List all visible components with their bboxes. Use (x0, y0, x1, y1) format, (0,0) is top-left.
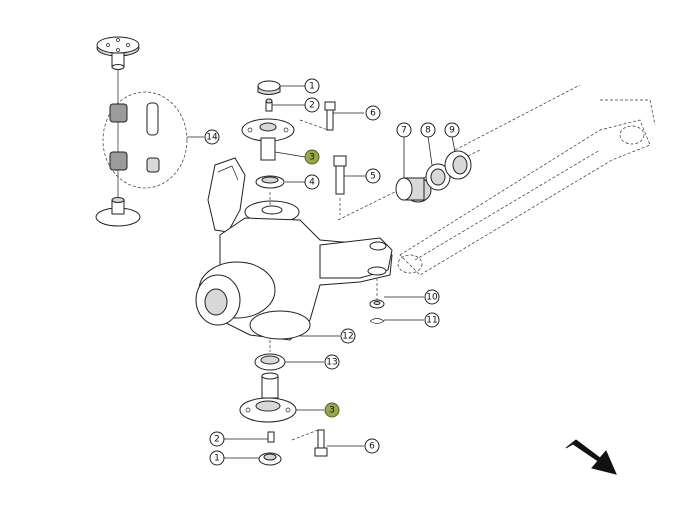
callout-number: 1 (214, 454, 220, 464)
callout-circle (324, 354, 340, 370)
tie-rod-arm (397, 84, 656, 276)
callout-c1-top: 1 (304, 78, 320, 94)
callout-number: 6 (370, 109, 376, 119)
callout-c1-bottom: 1 (209, 450, 225, 466)
callout-number: 13 (326, 358, 337, 368)
callout-circle (364, 438, 380, 454)
callout-c11: 11 (424, 312, 440, 328)
callout-circle (444, 122, 460, 138)
callout-circle (304, 149, 320, 165)
upper-kingpin-parts (241, 80, 347, 215)
callout-circle (209, 450, 225, 466)
callout-c12: 12 (340, 328, 356, 344)
bushing-parts (337, 149, 481, 221)
callout-circle (304, 78, 320, 94)
callout-number: 7 (401, 126, 407, 136)
callout-c9: 9 (444, 122, 460, 138)
callout-circle (420, 122, 436, 138)
callout-number: 6 (369, 442, 375, 452)
callout-number: 5 (370, 172, 376, 182)
callout-number: 14 (206, 133, 218, 143)
callout-number: 2 (309, 101, 315, 111)
callout-c5: 5 (365, 168, 381, 184)
detail-group-14 (95, 36, 188, 227)
callout-c3-bottom: 3 (324, 402, 340, 418)
callout-circle (396, 122, 412, 138)
callout-c6-top: 6 (365, 105, 381, 121)
callout-circle (304, 97, 320, 113)
callout-number: 12 (342, 332, 353, 342)
callout-c3-top: 3 (304, 149, 320, 165)
direction-arrow-icon (565, 439, 617, 475)
callout-circle (365, 105, 381, 121)
callout-circle (304, 174, 320, 190)
callout-circle (324, 402, 340, 418)
callout-circle (204, 129, 220, 145)
callout-circle (209, 431, 225, 447)
callout-circle (424, 312, 440, 328)
callout-c10: 10 (424, 289, 440, 305)
callout-c6-bottom: 6 (364, 438, 380, 454)
callout-number: 2 (214, 435, 220, 445)
callout-c8: 8 (420, 122, 436, 138)
leader-lines (187, 85, 456, 459)
callout-c4: 4 (304, 174, 320, 190)
callout-circle (340, 328, 356, 344)
callout-c2-top: 2 (304, 97, 320, 113)
callout-number: 8 (425, 126, 431, 136)
callout-c2-bottom: 2 (209, 431, 225, 447)
callout-circle (365, 168, 381, 184)
lower-kingpin-parts (239, 340, 328, 466)
steering-knuckle (195, 157, 393, 341)
callout-c13: 13 (324, 354, 340, 370)
callout-c14: 14 (204, 129, 220, 145)
callout-number: 1 (309, 82, 315, 92)
callout-number: 3 (309, 153, 315, 163)
callout-number: 3 (329, 406, 335, 416)
callout-number: 11 (426, 316, 437, 326)
callout-number: 9 (449, 126, 455, 136)
nut-washer-parts (369, 278, 385, 324)
callout-circle (424, 289, 440, 305)
callout-number: 10 (426, 293, 438, 303)
callout-c7: 7 (396, 122, 412, 138)
callout-number: 4 (309, 178, 315, 188)
